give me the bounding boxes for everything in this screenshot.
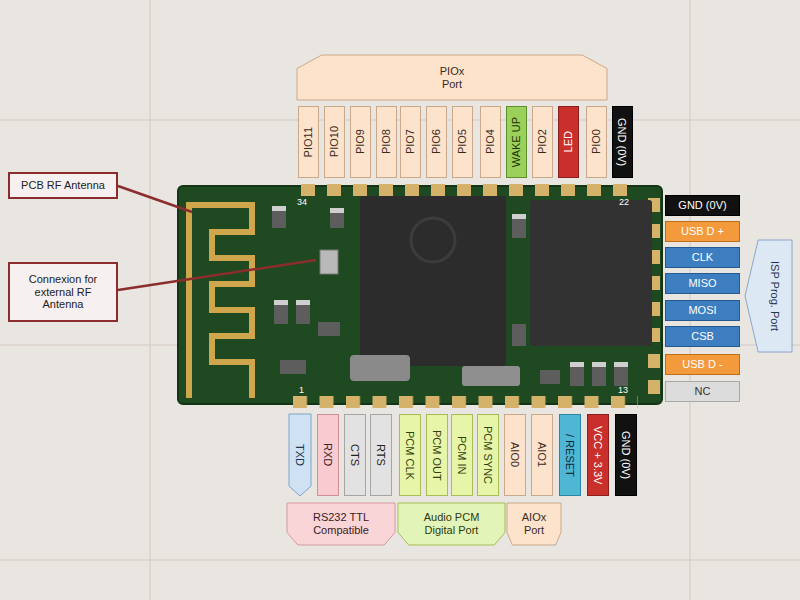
pin-name: AIO1 bbox=[536, 442, 549, 467]
port-banner: RS232 TTL Compatible bbox=[287, 503, 395, 545]
pin-label: MISO bbox=[665, 273, 740, 294]
pin-name: MOSI bbox=[688, 304, 716, 317]
pin-label: AIO0 bbox=[504, 414, 526, 496]
port-banner: ISP Prog. Port bbox=[745, 240, 792, 352]
pin-name: PIO2 bbox=[536, 129, 549, 154]
pin-name: RTS bbox=[375, 444, 388, 466]
pin-name: USB D - bbox=[682, 358, 722, 371]
pin-name: PCM CLK bbox=[404, 431, 417, 480]
pin-label: NC bbox=[665, 381, 740, 402]
pin-label: PIO9 bbox=[350, 106, 371, 178]
pin-label: / RESET bbox=[559, 414, 581, 496]
pin-number: 1 bbox=[299, 385, 304, 395]
pin-name: GND (0V) bbox=[616, 118, 629, 166]
pin-label: CTS bbox=[344, 414, 366, 496]
port-banner: Audio PCM Digital Port bbox=[398, 503, 505, 545]
pin-name: USB D + bbox=[681, 225, 724, 238]
pin-name: AIO0 bbox=[509, 442, 522, 467]
pin-label: PCM IN bbox=[451, 414, 473, 496]
pin-label: RTS bbox=[370, 414, 392, 496]
pin-label: PCM CLK bbox=[399, 414, 421, 496]
pin-label: PIO2 bbox=[532, 106, 553, 178]
port-banner: PIOx Port bbox=[297, 55, 607, 100]
pin-label: PIO11 bbox=[298, 106, 319, 178]
pin-name: GND (0V) bbox=[678, 199, 726, 212]
pin-label: AIO1 bbox=[531, 414, 553, 496]
pin-name: PIO7 bbox=[404, 129, 417, 154]
pin-name: / RESET bbox=[564, 434, 577, 477]
pin-label: LED bbox=[558, 106, 579, 178]
pin-label: USB D + bbox=[665, 221, 740, 242]
pin-name: PIO9 bbox=[354, 129, 367, 154]
pin-name: PIO8 bbox=[380, 129, 393, 154]
pin-number: 22 bbox=[619, 197, 629, 207]
pin-name: WAKE UP bbox=[510, 117, 523, 167]
pin-name: PCM IN bbox=[456, 436, 469, 475]
callout-box: Connexion for external RF Antenna bbox=[8, 262, 118, 322]
pin-label: PCM OUT bbox=[426, 414, 448, 496]
pin-label: PIO10 bbox=[324, 106, 345, 178]
pin-name: LED bbox=[562, 131, 575, 152]
pin-name: TXD bbox=[294, 444, 307, 466]
pin-name: CSB bbox=[691, 330, 714, 343]
pin-name: ISP Prog. Port bbox=[768, 261, 781, 331]
pin-label: RXD bbox=[317, 414, 339, 496]
pin-label: PIO5 bbox=[452, 106, 473, 178]
pin-name: PCM OUT bbox=[431, 430, 444, 481]
pin-label: CSB bbox=[665, 326, 740, 347]
port-banner: AIOx Port bbox=[507, 503, 561, 545]
pin-name: PIO0 bbox=[590, 129, 603, 154]
pin-name: PCM SYNC bbox=[482, 426, 495, 484]
pin-name: RS232 TTL Compatible bbox=[297, 511, 385, 536]
pin-label: PIO4 bbox=[480, 106, 501, 178]
pin-label: GND (0V) bbox=[615, 414, 637, 496]
pin-name: PIO6 bbox=[430, 129, 443, 154]
pin-label: WAKE UP bbox=[506, 106, 527, 178]
pin-label: PCM SYNC bbox=[477, 414, 499, 496]
pin-name: VCC + 3.3V bbox=[592, 426, 605, 484]
pin-name: AIOx Port bbox=[517, 511, 551, 536]
callout-text: PCB RF Antenna bbox=[21, 179, 105, 192]
pin-name: PIO11 bbox=[302, 127, 315, 157]
pin-label: GND (0V) bbox=[665, 195, 740, 216]
pin-name: GND (0V) bbox=[620, 431, 633, 479]
callout-text: Connexion for external RF Antenna bbox=[15, 273, 111, 311]
pin-label: CLK bbox=[665, 247, 740, 268]
pin-label: VCC + 3.3V bbox=[587, 414, 609, 496]
pin-name: PIO5 bbox=[456, 129, 469, 154]
banner-shape bbox=[745, 240, 792, 352]
pin-name: PIO10 bbox=[328, 126, 341, 157]
pin-name: CTS bbox=[349, 444, 362, 466]
pin-label: PIO8 bbox=[376, 106, 397, 178]
pin-label: TXD bbox=[289, 414, 311, 496]
pin-number: 13 bbox=[618, 385, 628, 395]
pin-name: CLK bbox=[692, 251, 713, 264]
pin-label: GND (0V) bbox=[612, 106, 633, 178]
pin-label: MOSI bbox=[665, 300, 740, 321]
pin-label: PIO0 bbox=[586, 106, 607, 178]
pin-label: PIO7 bbox=[400, 106, 421, 178]
pin-name: PIO4 bbox=[484, 129, 497, 154]
pin-label: PIO6 bbox=[426, 106, 447, 178]
pin-name: RXD bbox=[322, 443, 335, 466]
pin-name: PIOx Port bbox=[432, 65, 472, 90]
pin-label: USB D - bbox=[665, 354, 740, 375]
pin-name: MISO bbox=[688, 277, 716, 290]
callout-box: PCB RF Antenna bbox=[8, 172, 118, 199]
pin-number: 34 bbox=[297, 197, 307, 207]
pin-name: Audio PCM Digital Port bbox=[416, 511, 488, 536]
pin-name: NC bbox=[695, 385, 711, 398]
